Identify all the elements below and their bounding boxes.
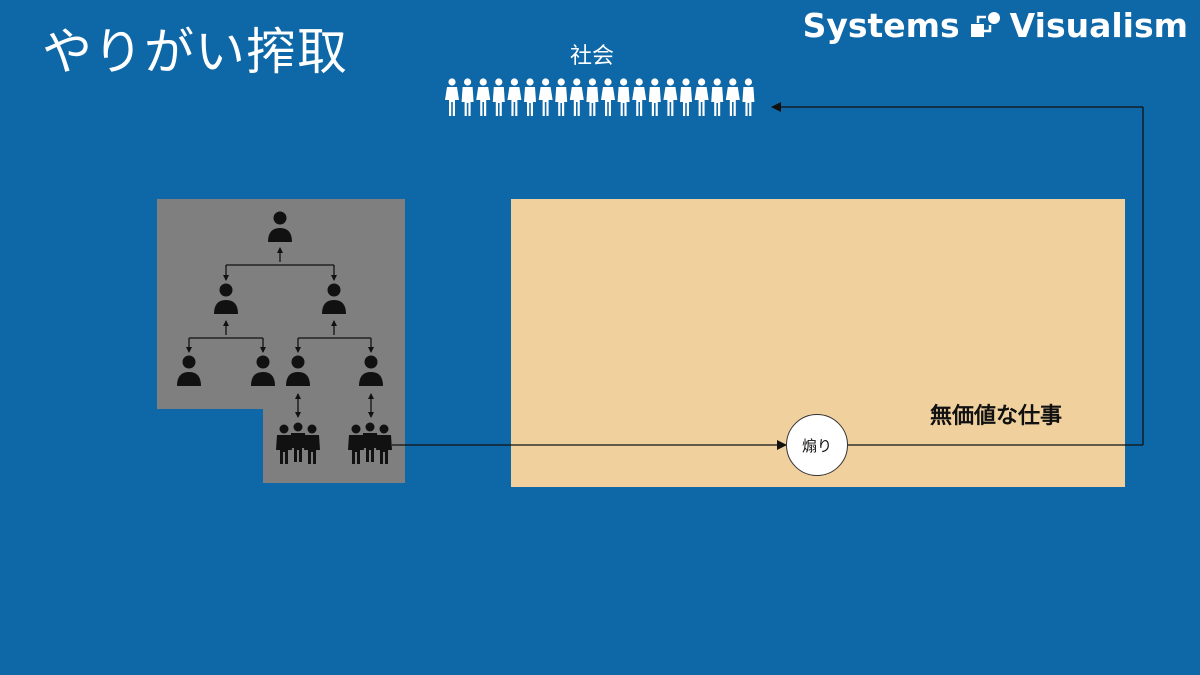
crowd-of-people-icon <box>445 78 755 116</box>
worker-figure-icon <box>362 422 378 462</box>
crowd-person-icon <box>445 78 459 116</box>
hype-node: 煽り <box>786 414 848 476</box>
crowd-person-icon <box>555 78 568 116</box>
crowd-person-icon <box>725 78 740 116</box>
person-icon <box>177 355 201 386</box>
valueless-work-label: 無価値な仕事 <box>930 404 1063 429</box>
worker-figure-icon <box>276 424 292 464</box>
crowd-person-icon <box>492 78 505 116</box>
crowd-person-icon <box>601 78 615 116</box>
crowd-person-icon <box>648 78 661 116</box>
crowd-person-icon <box>507 78 522 116</box>
person-icon <box>286 355 310 386</box>
crowd-person-icon <box>632 78 647 116</box>
slide-title: やりがい搾取 <box>42 23 348 81</box>
crowd-person-icon <box>742 78 755 116</box>
hierarchy-connectors <box>186 247 374 418</box>
flow-lines <box>392 102 1144 450</box>
person-icon <box>322 283 346 314</box>
crowd-person-icon <box>524 78 536 116</box>
group-of-workers-icon <box>276 422 320 464</box>
brand-logo: Systems Visualism <box>803 6 1188 45</box>
person-icon <box>359 355 383 386</box>
crowd-person-icon <box>711 78 724 116</box>
worker-figure-icon <box>348 424 364 464</box>
brand-name-part1: Systems <box>802 6 960 45</box>
crowd-person-icon <box>617 78 630 116</box>
crowd-person-icon <box>461 78 474 116</box>
crowd-person-icon <box>680 78 692 116</box>
worker-figure-icon <box>376 424 392 464</box>
worker-figure-icon <box>304 424 320 464</box>
systems-loop-icon <box>970 11 1000 37</box>
crowd-person-icon <box>586 78 599 116</box>
society-label: 社会 <box>570 44 615 69</box>
crowd-person-icon <box>663 78 678 116</box>
person-icon <box>268 211 292 242</box>
manager-icons <box>177 211 383 386</box>
brand-name-part2: Visualism <box>1009 6 1188 45</box>
group-of-workers-icon <box>348 422 392 464</box>
person-icon <box>214 283 238 314</box>
crowd-person-icon <box>569 78 584 116</box>
crowd-person-icon <box>476 78 491 116</box>
person-icon <box>251 355 275 386</box>
worker-figure-icon <box>290 422 306 462</box>
crowd-person-icon <box>538 78 553 116</box>
worker-groups <box>276 422 392 464</box>
crowd-person-icon <box>694 78 709 116</box>
